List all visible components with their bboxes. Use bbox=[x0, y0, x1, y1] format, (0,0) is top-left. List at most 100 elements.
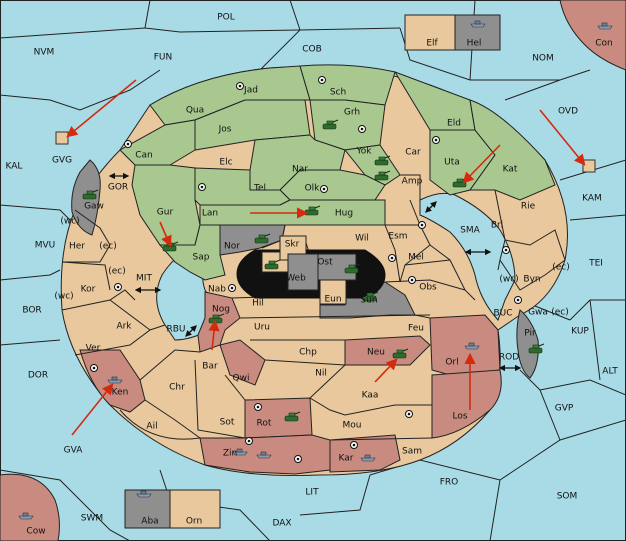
label-pol: POL bbox=[217, 13, 235, 23]
label-coast-ec-byn: (ec) bbox=[552, 263, 570, 273]
label-yok: Yok bbox=[355, 147, 372, 157]
label-wil: Wil bbox=[355, 234, 369, 244]
label-uta: Uta bbox=[444, 158, 460, 168]
label-fro: FRO bbox=[440, 478, 459, 488]
connectors bbox=[108, 172, 522, 372]
label-gva: GVA bbox=[64, 446, 84, 456]
label-kor: Kor bbox=[81, 285, 96, 295]
label-mvu: MVU bbox=[35, 241, 56, 251]
label-coast-wc-byn: (wc) bbox=[499, 275, 518, 285]
land-orn[interactable] bbox=[169, 489, 221, 529]
label-ken: Ken bbox=[112, 388, 129, 398]
label-los: Los bbox=[452, 412, 467, 422]
label-ark: Ark bbox=[116, 322, 132, 332]
label-kaa: Kaa bbox=[362, 391, 379, 401]
label-gwa: Gwa bbox=[528, 308, 548, 318]
green-territories bbox=[119, 64, 556, 281]
label-nor: Nor bbox=[224, 242, 240, 252]
label-neu: Neu bbox=[367, 348, 385, 358]
label-coast-wc-kor: (wc) bbox=[54, 292, 73, 302]
label-nab: Nab bbox=[208, 285, 226, 295]
label-gvg: GVG bbox=[52, 156, 72, 166]
label-nvm: NVM bbox=[34, 48, 55, 58]
label-lit: LIT bbox=[305, 488, 319, 498]
label-byn: Byn bbox=[523, 275, 540, 285]
label-ver: Ver bbox=[86, 344, 101, 354]
label-uru: Uru bbox=[254, 323, 270, 333]
label-coast-wc-gaw: (wc) bbox=[60, 217, 79, 227]
label-eun: Eun bbox=[324, 295, 341, 305]
label-rot: Rot bbox=[257, 419, 272, 429]
label-elc: Elc bbox=[219, 158, 232, 168]
label-chr: Chr bbox=[169, 383, 185, 393]
supply-centers bbox=[90, 76, 522, 463]
label-zin: Zin bbox=[223, 449, 237, 459]
label-elf: Elf bbox=[426, 39, 438, 49]
label-gur: Gur bbox=[157, 208, 174, 218]
label-qwi: Qwi bbox=[233, 374, 250, 384]
label-mit: MIT bbox=[136, 274, 152, 284]
label-mou: Mou bbox=[343, 421, 362, 431]
label-lan: Lan bbox=[202, 209, 218, 219]
label-ail: Ail bbox=[146, 422, 157, 432]
inner-channel-sma bbox=[419, 192, 516, 321]
label-gvp: GVP bbox=[555, 404, 574, 414]
label-dor: DOR bbox=[28, 371, 48, 381]
label-som: SOM bbox=[557, 492, 578, 502]
sea-labels: POL NVM FUN COB NOM Con OVD KAL GVG KAM … bbox=[6, 13, 619, 537]
label-amp: Amp bbox=[402, 177, 423, 187]
label-alt: ALT bbox=[602, 367, 618, 377]
units bbox=[18, 20, 613, 520]
label-cob: COB bbox=[302, 45, 322, 55]
label-rbu: RBU bbox=[166, 325, 185, 335]
label-swm: SWM bbox=[81, 514, 103, 524]
label-pir: Pir bbox=[524, 329, 536, 339]
label-rie: Rie bbox=[521, 202, 536, 212]
label-olk: Olk bbox=[305, 184, 321, 194]
label-gaw: Gaw bbox=[84, 202, 104, 212]
label-jad: Jad bbox=[243, 86, 258, 96]
label-ost: Ost bbox=[317, 258, 333, 268]
label-eld: Eld bbox=[447, 119, 461, 129]
label-cow: Cow bbox=[26, 527, 45, 537]
label-her: Her bbox=[69, 242, 85, 252]
label-bor: BOR bbox=[22, 306, 41, 316]
label-kam: KAM bbox=[582, 194, 602, 204]
label-gor: GOR bbox=[108, 183, 128, 193]
label-sch: Sch bbox=[330, 88, 346, 98]
label-dax: DAX bbox=[272, 519, 291, 529]
label-sam: Sam bbox=[402, 447, 422, 457]
label-nog: Nog bbox=[212, 305, 230, 315]
label-kal: KAL bbox=[6, 162, 23, 172]
label-ovd: OVD bbox=[558, 107, 578, 117]
label-orl: Orl bbox=[445, 358, 458, 368]
label-sma: SMA bbox=[460, 226, 480, 236]
label-bri: Bri bbox=[491, 221, 503, 231]
label-orn: Orn bbox=[186, 517, 202, 527]
label-esm: Esm bbox=[388, 232, 407, 242]
label-jos: Jos bbox=[218, 125, 232, 135]
land-borders bbox=[61, 174, 566, 441]
label-can: Can bbox=[135, 151, 153, 161]
label-tel: Tel bbox=[253, 184, 266, 194]
label-aba: Aba bbox=[141, 517, 158, 527]
coast-labels: (wc) (ec) (ec) (wc) (wc) (ec) (ec) bbox=[54, 217, 569, 318]
label-hil: Hil bbox=[252, 299, 264, 309]
land-labels: Elf Hel Jad Sch Qua Jos Grh Eld Can Yok … bbox=[69, 39, 548, 527]
label-tei: TEI bbox=[588, 259, 603, 269]
label-qua: Qua bbox=[186, 106, 204, 116]
label-sot: Sot bbox=[220, 418, 235, 428]
land-cow[interactable] bbox=[0, 473, 60, 541]
label-coast-ec-her: (ec) bbox=[99, 242, 117, 252]
label-nar: Nar bbox=[292, 165, 308, 175]
order-arrows bbox=[66, 79, 586, 436]
label-hug: Hug bbox=[335, 209, 353, 219]
label-coast-ec-gwa: (ec) bbox=[551, 308, 569, 318]
label-buc: BUC bbox=[493, 309, 512, 319]
label-obs: Obs bbox=[419, 283, 437, 293]
label-feu: Feu bbox=[408, 324, 424, 334]
land-con[interactable] bbox=[559, 0, 626, 71]
label-sun: Sun bbox=[360, 296, 377, 306]
land-pir[interactable] bbox=[516, 309, 539, 379]
